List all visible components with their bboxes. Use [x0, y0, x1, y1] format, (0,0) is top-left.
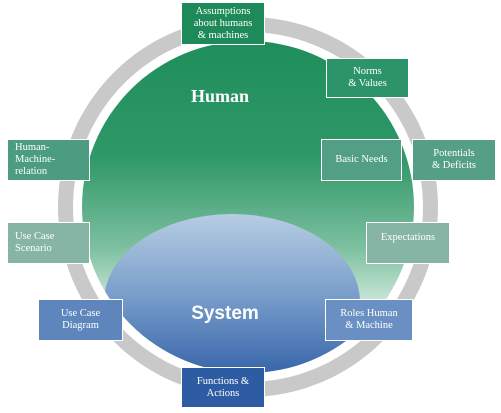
roles-human-machine-box: Roles Human & Machine: [325, 299, 413, 341]
norms-values-box: Norms & Values: [326, 58, 409, 98]
system-label: System: [191, 303, 259, 324]
assumptions-box: Assumptions about humans & machines: [181, 2, 265, 45]
system-ellipse: [104, 214, 360, 373]
basic-needs-box: Basic Needs: [321, 139, 402, 181]
functions-actions-box: Functions & Actions: [181, 367, 265, 408]
use-case-diagram-box: Use Case Diagram: [38, 299, 123, 341]
human-label: Human: [190, 86, 250, 106]
potentials-deficits-box: Potentials & Deficits: [412, 139, 496, 181]
use-case-scenario-box: Use Case Scenario: [7, 222, 90, 264]
human-machine-relation-box: Human- Machine- relation: [7, 139, 90, 181]
expectations-box: Expectations: [366, 222, 450, 264]
